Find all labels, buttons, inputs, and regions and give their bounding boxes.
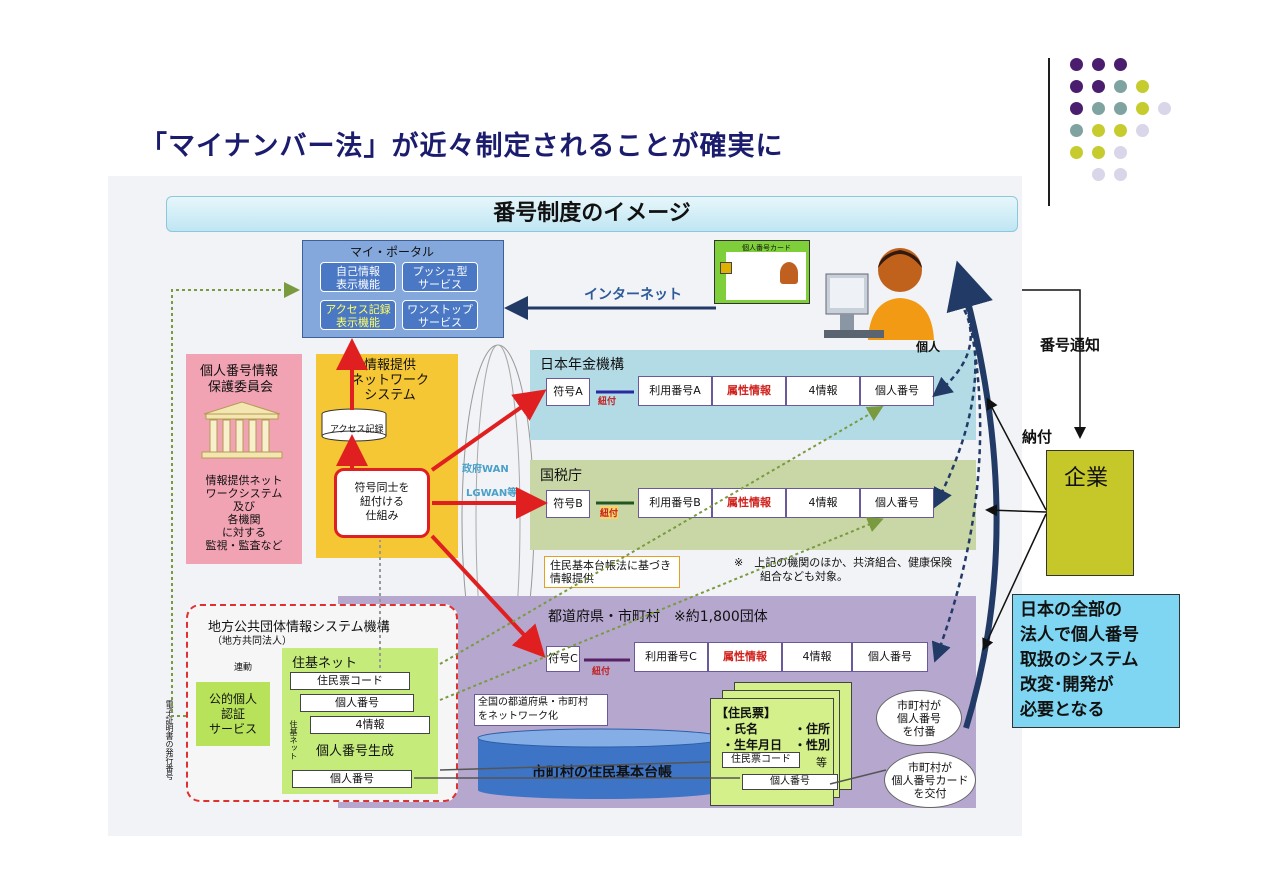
company-box bbox=[1046, 450, 1134, 576]
resident-card-title: 【住民票】 bbox=[716, 706, 777, 720]
decor-dot bbox=[1136, 80, 1149, 93]
usage-number-a: 利用番号A bbox=[638, 376, 712, 406]
decor-dot bbox=[1070, 102, 1083, 115]
number-gen-row: 個人番号 bbox=[292, 770, 412, 788]
certificate-number-label: 電子証明書の発行番号 bbox=[165, 700, 174, 780]
local-gov-label: 都道府県・市町村 ※約1,800団体 bbox=[548, 609, 768, 625]
network-note-text: 全国の都道府県・市町村 をネットワーク化 bbox=[478, 697, 588, 722]
network-system-title: 情報提供 ネットワーク システム bbox=[350, 358, 429, 403]
my-portal-title: マイ・ポータル bbox=[350, 245, 435, 259]
self-info-button: 自己情報表示機能 bbox=[320, 262, 396, 292]
four-info-b: 4情報 bbox=[786, 488, 860, 518]
ledger-label: 市町村の住民基本台帳 bbox=[532, 765, 672, 781]
access-record-button: アクセス記録表示機能 bbox=[320, 300, 396, 330]
resident-card-row-1: ・氏名 ・住所 bbox=[722, 722, 831, 736]
callout-text: 日本の全部の 法人で個人番号 取扱のシステム 改変･開発が 必要となる bbox=[1020, 600, 1139, 720]
individual-label: 個人 bbox=[916, 340, 941, 354]
decor-dot bbox=[1070, 58, 1083, 71]
decor-dot bbox=[1092, 80, 1105, 93]
personal-number-a: 個人番号 bbox=[860, 376, 934, 406]
code-a: 符号A bbox=[546, 378, 590, 406]
one-stop-button: ワンストップサービス bbox=[402, 300, 478, 330]
link-b: 紐付 bbox=[600, 506, 619, 519]
link-a: 紐付 bbox=[598, 397, 617, 407]
decor-dot bbox=[1158, 102, 1171, 115]
four-info-a: 4情報 bbox=[786, 376, 860, 406]
slide-title: 「マイナンバー法」が近々制定されることが確実に bbox=[140, 131, 784, 162]
divider-line bbox=[1048, 58, 1050, 206]
decor-dot bbox=[1114, 102, 1127, 115]
attribute-info-b: 属性情報 bbox=[712, 488, 786, 518]
building-icon bbox=[201, 401, 283, 459]
juki-four-info-row: 4情報 bbox=[310, 716, 430, 734]
personal-number-b: 個人番号 bbox=[860, 488, 934, 518]
company-label: 企業 bbox=[1064, 466, 1109, 491]
personal-number-c: 個人番号 bbox=[852, 642, 928, 672]
decor-dot bbox=[1070, 80, 1083, 93]
attribute-info-c: 属性情報 bbox=[708, 642, 782, 672]
basic-register-note-text: 住民基本台帳法に基づき 情報提供 bbox=[550, 559, 671, 585]
decor-dot bbox=[1092, 146, 1105, 159]
push-service-button: プッシュ型サービス bbox=[402, 262, 478, 292]
number-gen-title: 個人番号生成 bbox=[316, 744, 395, 759]
decor-dot bbox=[1092, 124, 1105, 137]
decor-dot bbox=[1136, 124, 1149, 137]
code-c: 符号C bbox=[546, 646, 580, 672]
database-icon bbox=[321, 408, 387, 442]
decor-dot bbox=[1114, 168, 1127, 181]
link-c: 紐付 bbox=[592, 667, 611, 677]
notify-label: 番号通知 bbox=[1040, 336, 1101, 354]
usage-number-b: 利用番号B bbox=[638, 488, 712, 518]
decor-dot bbox=[1136, 102, 1149, 115]
id-card-title: 個人番号カード bbox=[742, 244, 791, 252]
decor-dot bbox=[1092, 58, 1105, 71]
resident-code-field: 住民票コード bbox=[722, 752, 800, 768]
access-log-label: アクセス記録 bbox=[330, 425, 384, 435]
decor-dot bbox=[1070, 124, 1083, 137]
ic-chip-icon bbox=[720, 262, 732, 274]
decor-dot bbox=[1114, 124, 1127, 137]
jlis-subtitle: （地方共同法人） bbox=[212, 636, 292, 647]
internet-label: インターネット bbox=[584, 287, 682, 303]
wan-label-2: LGWAN等 bbox=[466, 488, 518, 499]
other-entities-note: ※ 上記の機関のほか、共済組合、健康保険 組合なども対象。 bbox=[734, 556, 952, 583]
wan-label-1: 政府WAN bbox=[462, 464, 509, 475]
card-photo-icon bbox=[780, 262, 798, 284]
decor-dot bbox=[1092, 102, 1105, 115]
link-label: 連動 bbox=[234, 663, 253, 673]
juki-code-row: 住民票コード bbox=[290, 672, 410, 690]
resident-number-field: 個人番号 bbox=[742, 774, 838, 790]
cloud-assign-number: 市町村が個人番号を付番 bbox=[876, 690, 962, 746]
person-at-pc-icon bbox=[824, 248, 934, 340]
juki-number-row: 個人番号 bbox=[300, 694, 414, 712]
code-b: 符号B bbox=[546, 490, 590, 518]
mechanism-text: 符号同士を 紐付ける 仕組み bbox=[354, 481, 410, 522]
four-info-c: 4情報 bbox=[782, 642, 852, 672]
resident-card-row-2: ・生年月日 ・性別 bbox=[722, 738, 831, 752]
diagram-title: 番号制度のイメージ bbox=[166, 196, 1018, 232]
mechanism-box bbox=[334, 468, 430, 538]
pension-label: 日本年金機構 bbox=[540, 357, 624, 373]
decor-dot bbox=[1092, 168, 1105, 181]
committee-title-2: 保護委員会 bbox=[208, 380, 274, 395]
tax-label: 国税庁 bbox=[540, 468, 582, 484]
resident-etc: 等 bbox=[816, 756, 827, 769]
decor-dot bbox=[1114, 58, 1127, 71]
juki-net-title: 住基ネット bbox=[292, 656, 358, 671]
decor-dot bbox=[1070, 146, 1083, 159]
attribute-info-a: 属性情報 bbox=[712, 376, 786, 406]
decor-dot bbox=[1114, 80, 1127, 93]
public-auth-text: 公的個人 認証 サービス bbox=[208, 692, 257, 736]
pay-label: 納付 bbox=[1022, 428, 1053, 446]
decor-dot bbox=[1114, 146, 1127, 159]
usage-number-c: 利用番号C bbox=[634, 642, 708, 672]
cloud-issue-card: 市町村が個人番号カードを交付 bbox=[884, 752, 976, 808]
juki-vertical-label: 住基ネット bbox=[289, 720, 298, 760]
committee-desc: 情報提供ネット ワークシステム 及び 各機関 に対する 監視・監査など bbox=[205, 474, 283, 552]
